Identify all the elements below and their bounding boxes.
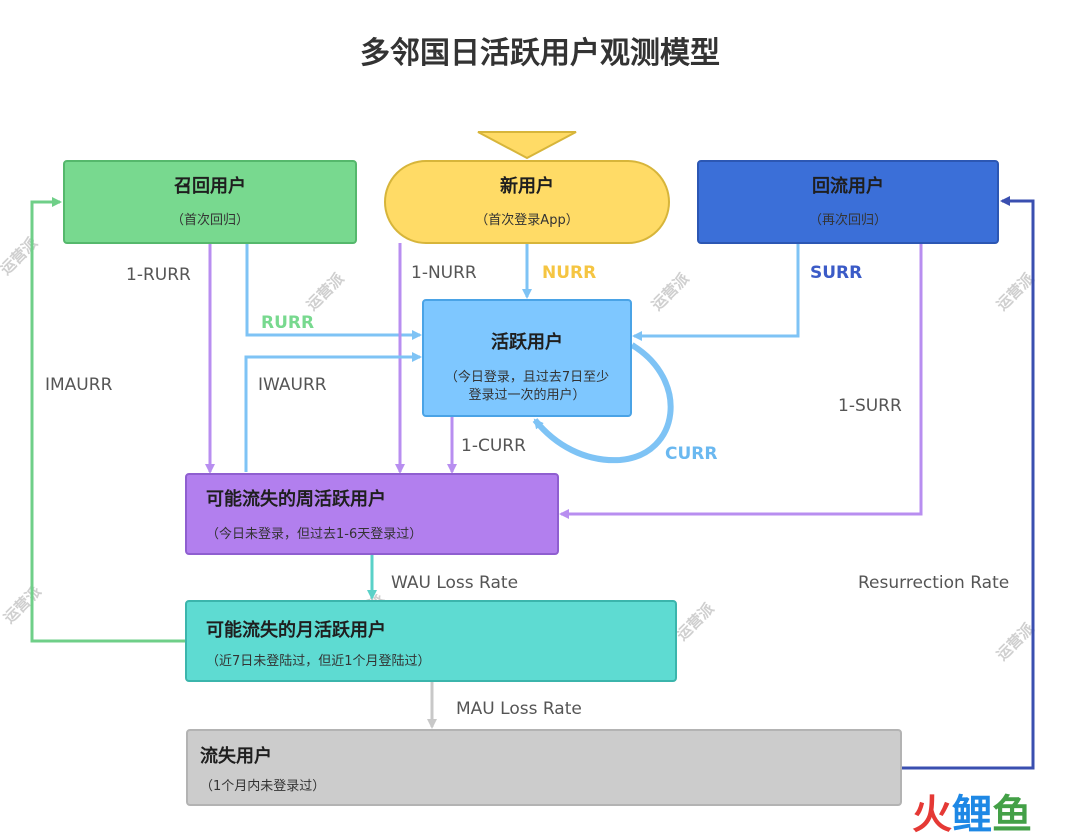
node-title: 活跃用户 <box>491 331 563 353</box>
brand-logo-char-3: 鱼 <box>992 792 1032 836</box>
node-subtitle: （首次登录App） <box>475 212 578 228</box>
node-title: 新用户 <box>500 175 554 197</box>
edge-rurr <box>245 243 422 340</box>
edge-surr <box>632 243 800 341</box>
edge-one-surr <box>559 243 923 519</box>
node-subtitle: （首次回归） <box>171 212 249 228</box>
watermark-text: 运营派 <box>0 233 42 278</box>
edge-iwaurr <box>244 352 422 472</box>
edge-label-iwaurr: IWAURR <box>258 375 327 395</box>
node-subtitle-line2: 登录过一次的用户） <box>468 387 585 403</box>
edge-labels: 1-RURR RURR 1-NURR NURR SURR IMAURR IWAU… <box>45 263 1009 719</box>
node-title: 召回用户 <box>174 175 246 197</box>
node-title: 可能流失的月活跃用户 <box>206 619 386 641</box>
watermark-text: 运营派 <box>993 269 1038 314</box>
edge-label-curr: CURR <box>665 444 717 464</box>
node-subtitle: （近7日未登陆过，但近1个月登陆过） <box>206 653 431 669</box>
node-lost-users[interactable]: 流失用户 （1个月内未登录过） <box>186 729 902 806</box>
edge-label-rurr: RURR <box>261 313 314 333</box>
node-weekly-at-risk-users[interactable]: 可能流失的周活跃用户 （今日未登录，但过去1-6天登录过） <box>185 473 559 555</box>
node-title: 可能流失的周活跃用户 <box>206 488 386 510</box>
edges <box>30 196 1035 770</box>
node-recall-users[interactable]: 召回用户 （首次回归） <box>63 160 357 244</box>
node-active-users[interactable]: 活跃用户 （今日登录，且过去7日至少 登录过一次的用户） <box>422 299 632 417</box>
edge-imaurr <box>30 197 186 643</box>
node-subtitle: （再次回归） <box>809 212 887 228</box>
watermark-text: 运营派 <box>993 619 1038 664</box>
edge-label-one-surr: 1-SURR <box>838 396 902 416</box>
edge-label-mau-loss: MAU Loss Rate <box>456 699 582 719</box>
edge-label-surr: SURR <box>810 263 862 283</box>
edge-resurrection <box>902 196 1035 770</box>
brand-logo-char-1: 火 <box>912 792 952 836</box>
edge-label-wau-loss: WAU Loss Rate <box>391 573 518 593</box>
node-subtitle-line1: （今日登录，且过去7日至少 <box>445 369 609 385</box>
brand-logo-text: 火鲤鱼 <box>912 792 1032 836</box>
node-returning-users[interactable]: 回流用户 （再次回归） <box>697 160 999 244</box>
watermark-text: 运营派 <box>0 582 45 627</box>
node-subtitle: （1个月内未登录过） <box>200 778 325 794</box>
watermark-text: 运营派 <box>303 269 348 314</box>
edge-label-nurr: NURR <box>542 263 596 283</box>
edge-label-one-rurr: 1-RURR <box>126 265 191 285</box>
edge-label-one-nurr: 1-NURR <box>411 263 477 283</box>
node-monthly-at-risk-users[interactable]: 可能流失的月活跃用户 （近7日未登陆过，但近1个月登陆过） <box>185 600 677 682</box>
edge-curr-loop <box>532 342 674 464</box>
watermark-text: 运营派 <box>648 269 693 314</box>
watermark-text: 运营派 <box>673 599 718 644</box>
node-new-users[interactable]: 新用户 （首次登录App） <box>384 160 670 244</box>
brand-logo: 火鲤鱼 <box>912 792 1032 836</box>
edge-label-resurrection: Resurrection Rate <box>858 573 1009 593</box>
edge-label-imaurr: IMAURR <box>45 375 113 395</box>
edge-label-one-curr: 1-CURR <box>461 436 526 456</box>
diagram-title: 多邻国日活跃用户观测模型 <box>360 36 720 71</box>
node-title: 回流用户 <box>812 175 884 197</box>
node-title: 流失用户 <box>200 745 272 767</box>
node-subtitle: （今日未登录，但过去1-6天登录过） <box>206 526 422 542</box>
entry-triangle-icon <box>477 131 577 160</box>
brand-logo-char-2: 鲤 <box>952 792 992 836</box>
